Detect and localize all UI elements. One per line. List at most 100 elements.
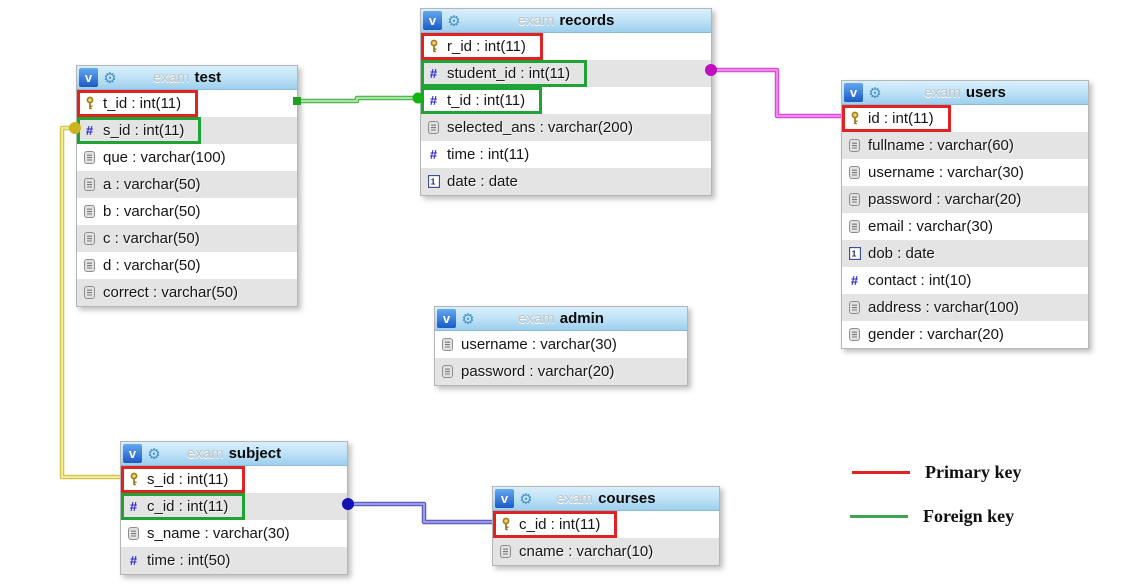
column-row-username: username : varchar(30) bbox=[435, 331, 687, 358]
numeric-icon: # bbox=[850, 273, 859, 288]
column-cell: cname : varchar(10) bbox=[493, 538, 670, 565]
column-cell: username : varchar(30) bbox=[435, 331, 634, 358]
column-cell: correct : varchar(50) bbox=[77, 279, 255, 306]
column-cell: password : varchar(20) bbox=[435, 358, 631, 385]
column-text: c : varchar(50) bbox=[103, 230, 200, 247]
gear-icon[interactable]: ⚙ bbox=[519, 490, 533, 508]
column-text: selected_ans : varchar(200) bbox=[447, 119, 633, 136]
column-cell: #time : int(50) bbox=[121, 547, 247, 574]
column-text: time : int(11) bbox=[447, 146, 530, 163]
column-row-password: password : varchar(20) bbox=[435, 358, 687, 385]
text-icon bbox=[440, 365, 455, 378]
text-icon bbox=[440, 338, 455, 351]
column-text: address : varchar(100) bbox=[868, 299, 1019, 316]
numeric-icon: # bbox=[429, 66, 438, 81]
column-text: gender : varchar(20) bbox=[868, 326, 1004, 343]
foreign-key-highlight: #s_id : int(11) bbox=[77, 117, 202, 144]
key-icon bbox=[847, 111, 862, 126]
relation-test-records bbox=[293, 92, 424, 105]
numeric-icon: # bbox=[429, 147, 438, 162]
primary-key-highlight: c_id : int(11) bbox=[493, 511, 618, 538]
column-row-que: que : varchar(100) bbox=[77, 144, 297, 171]
numeric-icon: # bbox=[85, 123, 94, 138]
text-icon bbox=[847, 139, 862, 152]
column-text: c_id : int(11) bbox=[519, 516, 601, 533]
column-cell: d : varchar(50) bbox=[77, 252, 218, 279]
text-icon bbox=[847, 301, 862, 314]
gear-icon[interactable]: ⚙ bbox=[147, 445, 161, 463]
collapse-button[interactable]: v bbox=[437, 309, 456, 328]
key-icon bbox=[498, 517, 513, 532]
gear-icon[interactable]: ⚙ bbox=[461, 310, 475, 328]
database-name: exam bbox=[518, 310, 555, 327]
column-cell: selected_ans : varchar(200) bbox=[421, 114, 650, 141]
column-text: que : varchar(100) bbox=[103, 149, 226, 166]
key-icon bbox=[426, 39, 441, 54]
column-cell: #contact : int(10) bbox=[842, 267, 988, 294]
column-row-email: email : varchar(30) bbox=[842, 213, 1088, 240]
column-text: dob : date bbox=[868, 245, 935, 262]
database-name: exam bbox=[186, 445, 224, 462]
column-row-correct: correct : varchar(50) bbox=[77, 279, 297, 306]
column-row-d: d : varchar(50) bbox=[77, 252, 297, 279]
collapse-button[interactable]: v bbox=[123, 444, 142, 463]
text-icon bbox=[82, 286, 97, 299]
column-text: email : varchar(30) bbox=[868, 218, 994, 235]
collapse-button[interactable]: v bbox=[79, 68, 98, 87]
foreign-key-highlight: #student_id : int(11) bbox=[421, 60, 588, 87]
numeric-icon: # bbox=[129, 553, 138, 568]
legend-primary-key: Primary key bbox=[852, 462, 1021, 483]
date-icon: 1 bbox=[847, 247, 862, 260]
legend-foreign-key-label: Foreign key bbox=[923, 506, 1015, 526]
text-icon bbox=[82, 232, 97, 245]
foreign-key-highlight: #c_id : int(11) bbox=[121, 493, 246, 520]
column-text: password : varchar(20) bbox=[461, 363, 615, 380]
key-icon bbox=[82, 96, 97, 111]
column-row-cname: cname : varchar(10) bbox=[493, 538, 719, 565]
gear-icon[interactable]: ⚙ bbox=[447, 12, 461, 30]
column-row-r_id: r_id : int(11) bbox=[421, 33, 711, 60]
column-row-gender: gender : varchar(20) bbox=[842, 321, 1088, 348]
column-cell: fullname : varchar(60) bbox=[842, 132, 1031, 159]
legend-foreign-key: Foreign key bbox=[850, 506, 1014, 527]
gear-icon[interactable]: ⚙ bbox=[868, 84, 882, 102]
column-text: password : varchar(20) bbox=[868, 191, 1022, 208]
gear-icon[interactable]: ⚙ bbox=[103, 69, 117, 87]
column-cell: a : varchar(50) bbox=[77, 171, 218, 198]
column-cell: b : varchar(50) bbox=[77, 198, 218, 225]
column-text: d : varchar(50) bbox=[103, 257, 201, 274]
legend-primary-key-label: Primary key bbox=[925, 462, 1022, 482]
column-cell: gender : varchar(20) bbox=[842, 321, 1021, 348]
table-name: records bbox=[559, 12, 615, 29]
column-row-c: c : varchar(50) bbox=[77, 225, 297, 252]
primary-key-highlight: id : int(11) bbox=[842, 105, 951, 132]
collapse-button[interactable]: v bbox=[495, 489, 514, 508]
column-row-c_id: c_id : int(11) bbox=[493, 511, 719, 538]
collapse-button[interactable]: v bbox=[844, 83, 863, 102]
collapse-button[interactable]: v bbox=[423, 11, 442, 30]
primary-key-line-swatch bbox=[852, 471, 910, 474]
column-row-s_name: s_name : varchar(30) bbox=[121, 520, 347, 547]
text-icon bbox=[847, 193, 862, 206]
database-name: exam bbox=[924, 84, 961, 101]
foreign-key-highlight: #t_id : int(11) bbox=[421, 87, 543, 114]
column-row-selected_ans: selected_ans : varchar(200) bbox=[421, 114, 711, 141]
text-icon bbox=[847, 220, 862, 233]
date-icon: 1 bbox=[426, 175, 441, 188]
